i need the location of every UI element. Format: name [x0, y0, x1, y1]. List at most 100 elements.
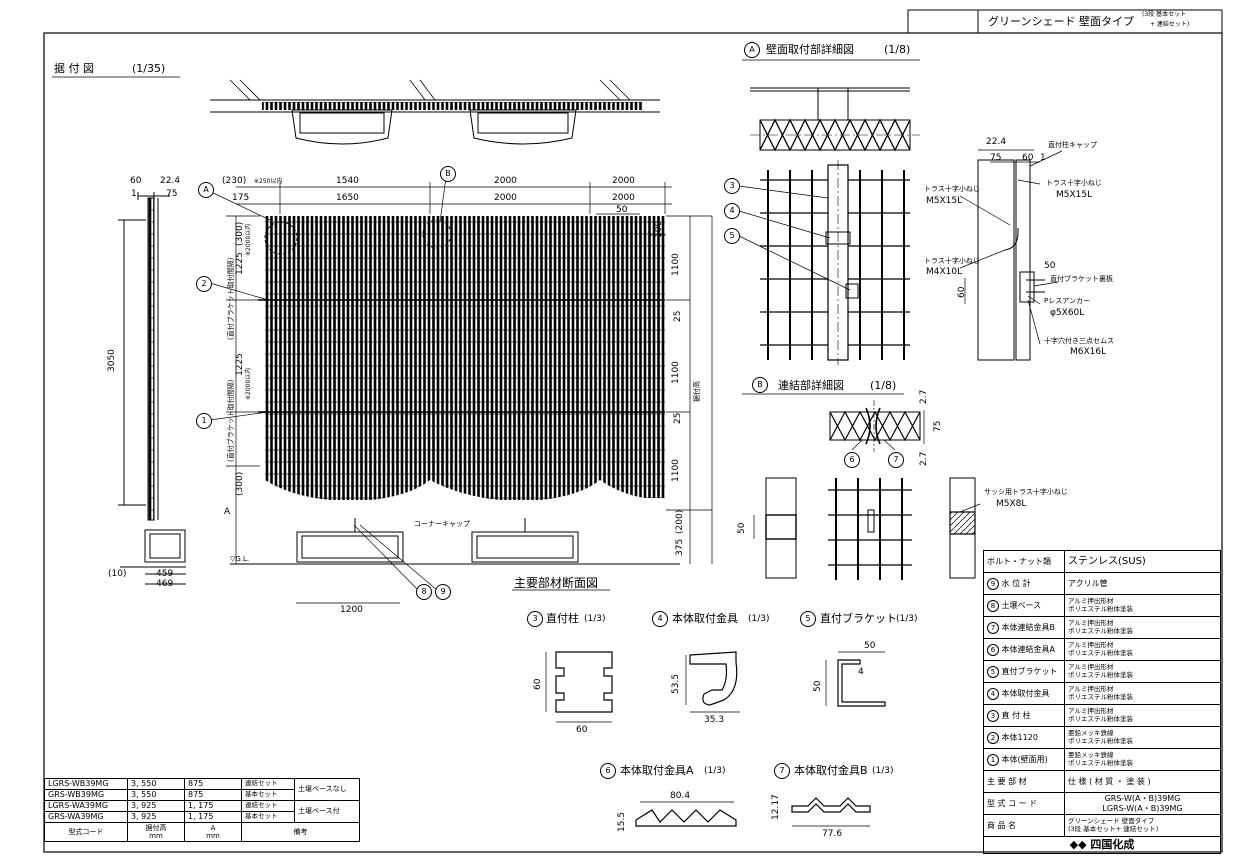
section-5-dim-thickness: 4	[858, 667, 864, 677]
spec-row-material: 亜鉛メッキ鉄線	[1068, 751, 1114, 760]
spec-row-name: 本体連結金具A	[1001, 644, 1056, 654]
dim-2000-top: 2000	[494, 176, 517, 186]
callout-3: 3	[724, 178, 740, 194]
dim-50: 50	[616, 205, 628, 215]
spec-row-material: アルミ押出形材	[1068, 641, 1114, 650]
bolt-name: 十字穴付き三点セムス	[1044, 337, 1114, 345]
dim-375: 375	[675, 538, 685, 556]
dim-2000-right-mid: 2000	[612, 193, 635, 203]
model-install-height: 3, 550	[127, 789, 185, 801]
dim-a-75: 75	[990, 153, 1002, 163]
maker-name: 四国化成	[1090, 837, 1135, 851]
spec-row-number: 5	[987, 665, 999, 678]
spec-footer-right: 仕 様 ( 材 質 ・ 塗 装 )	[1064, 770, 1221, 793]
spec-row: 5 直付ブラケット アルミ押出形材ポリエステル粉体塗装	[983, 660, 1221, 683]
dim-side-22-4: 22.4	[160, 176, 181, 186]
spec-row-name: 本体連結金具B	[1001, 622, 1056, 632]
spec-row-material: アルミ押出形材	[1068, 707, 1114, 716]
section-4-dim-height: 53.5	[671, 673, 681, 694]
section-5-dim-top: 50	[864, 641, 876, 651]
spec-row-material: アルミ押出形材	[1068, 597, 1114, 606]
section-6-scale: (1/3)	[704, 766, 726, 776]
bracket-spacing-label-top: (直付ブラケット取付間隔)	[227, 257, 235, 340]
model-row: LGRS-WA39MG 3, 925 1, 175 連結セット 土壌ベース付	[44, 800, 360, 823]
model-a-value: 1, 175	[184, 811, 242, 823]
dim-side-10: (10)	[108, 569, 127, 579]
dim-side-60: 60	[130, 176, 142, 186]
dim-25-top: 25	[673, 310, 683, 322]
dim-side-469: 469	[156, 579, 174, 589]
section-6-number: 6	[600, 763, 616, 779]
spec-row: 3 直 付 柱 アルミ押出形材ポリエステル粉体塗装	[983, 704, 1221, 727]
dim-1200: 1200	[340, 605, 363, 615]
spec-footer-row: 主 要 部 材 仕 様 ( 材 質 ・ 塗 装 )	[983, 770, 1221, 793]
dim-b-2-7-bottom: 2.7	[919, 451, 929, 466]
dim-a-60v: 60	[957, 286, 967, 298]
dim-1225-top: 1225	[235, 252, 245, 275]
sheet-subtitle-2: + 連結セット)	[1150, 21, 1190, 28]
dim-side-3050: 3050	[107, 349, 117, 372]
model-head-a-unit: mm	[206, 832, 220, 840]
model-a-value: 875	[184, 789, 242, 801]
product-name-row: 商 品 名 グリーンシェード 壁面タイプ(3段 基本セット+ 連結セット)	[983, 814, 1221, 837]
callout-7: 7	[888, 452, 904, 468]
corner-cap-label: コーナーキャップ	[414, 520, 470, 528]
dim-b-50: 50	[737, 522, 747, 534]
dim-2000-note-bottom: ※2000以内	[245, 367, 252, 400]
dim-2000-note-top: ※2000以内	[245, 223, 252, 256]
spec-row-number: 3	[987, 709, 999, 722]
model-row: GRS-WA39MG 3, 925 1, 175 基本セット	[44, 811, 360, 823]
dim-1100-top: 1100	[671, 253, 681, 276]
model-code: LGRS-WB39MG	[44, 778, 128, 790]
model-set-type: 基本セット	[241, 811, 295, 823]
section-7-dim-width: 77.6	[822, 829, 843, 839]
callout-9: 9	[435, 584, 451, 600]
model-variant-table: LGRS-WB39MG 3, 550 875 連結セット 土壌ベースなし GRS…	[44, 778, 360, 842]
section-5-name: 直付ブラケット	[820, 612, 897, 625]
callout-2: 2	[196, 276, 212, 292]
detail-a-marker: A	[744, 42, 760, 58]
dim-b-75: 75	[933, 420, 943, 432]
spec-row-finish: ポリエステル粉体塗装	[1068, 626, 1133, 635]
screw-3-name: トラス十字小ねじ	[924, 257, 980, 265]
sections-title: 主要部材断面図	[514, 576, 599, 590]
spec-row-finish: ポリエステル粉体塗装	[1068, 714, 1133, 723]
model-note-with-base: 土壌ベース付	[294, 800, 360, 823]
spec-row-name: 本体(壁面用)	[1001, 754, 1048, 764]
model-note-no-base: 土壌ベースなし	[294, 778, 360, 801]
maker-row: ◆◆ 四国化成	[983, 836, 1221, 854]
sash-screw-name: サッシ用トラス十字小ねじ	[984, 488, 1068, 496]
dim-250-note: ※250以内	[254, 178, 283, 185]
bracket-spacing-label-bottom: (直付ブラケット取付間隔)	[227, 379, 235, 462]
section-6-dim-width: 80.4	[670, 791, 691, 801]
spec-header-left: ボルト・ナット類	[983, 550, 1065, 573]
spec-row: 4 本体取付金具 アルミ押出形材ポリエステル粉体塗装	[983, 682, 1221, 705]
callout-8: 8	[416, 584, 432, 600]
spec-row-number: 2	[987, 731, 999, 744]
dim-100: 100	[654, 220, 664, 238]
screw-1-name: トラス十字小ねじ	[1046, 179, 1102, 187]
spec-row-material: アルミ押出形材	[1068, 619, 1114, 628]
spec-header-right: ステンレス(SUS)	[1064, 550, 1221, 573]
section-7-number: 7	[774, 763, 790, 779]
dim-200: (200)	[675, 509, 685, 534]
dim-a-1: 1	[1040, 153, 1046, 163]
spec-row-number: 1	[987, 753, 999, 766]
spec-row-number: 6	[987, 643, 999, 656]
product-name-2: (3段 基本セット+ 連結セット)	[1068, 824, 1159, 833]
model-install-height: 3, 550	[127, 778, 185, 790]
callout-1: 1	[196, 413, 212, 429]
maker-logo-icon: ◆◆	[1069, 837, 1087, 851]
dim-1540: 1540	[336, 176, 359, 186]
install-height-label: 据付高	[693, 381, 701, 402]
model-row: LGRS-WB39MG 3, 550 875 連結セット 土壌ベースなし	[44, 778, 360, 801]
spec-row: 9 水 位 計 アクリル管	[983, 572, 1221, 595]
model-row: GRS-WB39MG 3, 550 875 基本セット	[44, 789, 360, 801]
spec-row-name: 直付ブラケット	[1001, 666, 1058, 676]
anchor-size: φ5X60L	[1050, 308, 1085, 318]
screw-1-size: M5X15L	[1056, 190, 1093, 200]
spec-row-spec: アクリル管	[1068, 578, 1108, 588]
spec-row-number: 4	[987, 687, 999, 700]
spec-row-finish: ポリエステル粉体塗装	[1068, 758, 1133, 767]
spec-row-name: 土壌ベース	[1001, 600, 1042, 610]
